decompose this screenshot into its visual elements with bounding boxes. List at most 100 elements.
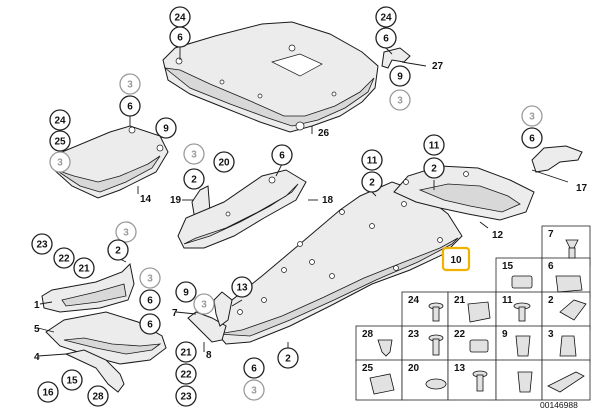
callout-24[interactable]: 24 [375, 6, 397, 28]
table-label-20[interactable]: 20 [408, 363, 420, 374]
diagram-id-text: 00146988 [540, 400, 578, 410]
callout-6[interactable]: 6 [243, 357, 265, 379]
callout-24[interactable]: 24 [169, 6, 191, 28]
part-label-19[interactable]: 19 [170, 195, 182, 206]
table-label-24[interactable]: 24 [408, 295, 420, 306]
callout-label: 6 [177, 33, 183, 44]
leader-lines [37, 46, 569, 357]
diagram-id: 00146988 [540, 395, 598, 410]
table-label-11[interactable]: 11 [502, 295, 513, 306]
callout-25[interactable]: 25 [49, 130, 71, 152]
callout-23[interactable]: 23 [175, 385, 197, 407]
part-label-1[interactable]: 1 [34, 300, 40, 311]
table-label-3[interactable]: 3 [548, 329, 554, 340]
callout-11[interactable]: 11 [361, 149, 383, 171]
callout-label: 3 [201, 300, 207, 311]
callout-2[interactable]: 2 [361, 171, 383, 193]
callout-3[interactable]: 3 [389, 89, 411, 111]
part-label-8[interactable]: 8 [206, 350, 212, 361]
callout-circle [423, 157, 445, 179]
callout-6[interactable]: 6 [271, 144, 293, 166]
callout-2[interactable]: 2 [277, 347, 299, 369]
callout-6[interactable]: 6 [375, 27, 397, 49]
table-label-2[interactable]: 2 [548, 295, 554, 306]
part-label-14[interactable]: 14 [140, 194, 152, 205]
callout-6[interactable]: 6 [169, 26, 191, 48]
table-label-15[interactable]: 15 [502, 261, 514, 272]
callout-22[interactable]: 22 [53, 247, 75, 269]
part-label-12[interactable]: 12 [492, 230, 504, 241]
table-label-23[interactable]: 23 [408, 329, 420, 340]
part-label-17[interactable]: 17 [576, 183, 588, 194]
callout-circle [73, 257, 95, 279]
callout-13[interactable]: 13 [231, 276, 253, 298]
callout-16[interactable]: 16 [37, 381, 59, 403]
callout-3[interactable]: 3 [139, 267, 161, 289]
callout-28[interactable]: 28 [87, 385, 109, 407]
callout-label: 11 [429, 141, 440, 152]
part-label-27[interactable]: 27 [432, 61, 444, 72]
callout-label: 2 [431, 164, 437, 175]
callout-6[interactable]: 6 [139, 289, 161, 311]
callout-3[interactable]: 3 [49, 151, 71, 173]
callout-9[interactable]: 9 [175, 281, 197, 303]
callout-circle [271, 144, 293, 166]
callout-20[interactable]: 20 [213, 151, 235, 173]
callout-3[interactable]: 3 [243, 379, 265, 401]
callout-6[interactable]: 6 [119, 95, 141, 117]
table-cell [447, 359, 497, 401]
callout-6[interactable]: 6 [521, 127, 543, 149]
callout-label: 9 [397, 72, 403, 83]
callout-circle [49, 109, 71, 131]
callout-label: 3 [123, 228, 129, 239]
part-label-5[interactable]: 5 [34, 324, 40, 335]
callout-2[interactable]: 2 [423, 157, 445, 179]
callout-circle [361, 149, 383, 171]
callout-circle [53, 247, 75, 269]
callout-23[interactable]: 23 [31, 233, 53, 255]
callout-22[interactable]: 22 [175, 363, 197, 385]
callout-3[interactable]: 3 [119, 73, 141, 95]
callout-3[interactable]: 3 [115, 221, 137, 243]
table-label-25[interactable]: 25 [362, 363, 374, 374]
callout-circle [139, 313, 161, 335]
callout-3[interactable]: 3 [183, 143, 205, 165]
part-label-26[interactable]: 26 [318, 128, 330, 139]
table-label-22[interactable]: 22 [454, 329, 466, 340]
callout-label: 3 [251, 386, 257, 397]
table-label-6[interactable]: 6 [548, 261, 554, 272]
callout-circle [243, 379, 265, 401]
callout-21[interactable]: 21 [175, 341, 197, 363]
part-label-18[interactable]: 18 [322, 195, 334, 206]
highlight-callout-10[interactable]: 10 [441, 246, 471, 272]
callout-21[interactable]: 21 [73, 257, 95, 279]
table-label-9[interactable]: 9 [502, 329, 508, 340]
part-26-top-panel [162, 21, 379, 133]
callout-label: 9 [163, 124, 169, 135]
part-1-lower-bracket [41, 262, 135, 313]
callout-9[interactable]: 9 [155, 117, 177, 139]
part-8-bracket [187, 291, 233, 343]
callout-2[interactable]: 2 [107, 239, 129, 261]
callout-24[interactable]: 24 [49, 109, 71, 131]
part-label-4[interactable]: 4 [34, 352, 40, 363]
table-label-21[interactable]: 21 [454, 295, 466, 306]
callout-3[interactable]: 3 [193, 293, 215, 315]
callout-9[interactable]: 9 [389, 65, 411, 87]
callout-11[interactable]: 11 [423, 134, 445, 156]
callout-label: 21 [78, 264, 90, 275]
table-label-7[interactable]: 7 [548, 229, 554, 240]
callout-6[interactable]: 6 [139, 313, 161, 335]
callout-label: 24 [174, 13, 186, 24]
callout-2[interactable]: 2 [183, 168, 205, 190]
callout-label: 3 [57, 158, 63, 169]
table-label-13[interactable]: 13 [454, 363, 466, 374]
table-label-28[interactable]: 28 [362, 329, 374, 340]
callout-circle [231, 276, 253, 298]
part-label-7[interactable]: 7 [172, 308, 178, 319]
callout-15[interactable]: 15 [61, 369, 83, 391]
table-cell [401, 325, 449, 363]
callout-3[interactable]: 3 [521, 105, 543, 127]
